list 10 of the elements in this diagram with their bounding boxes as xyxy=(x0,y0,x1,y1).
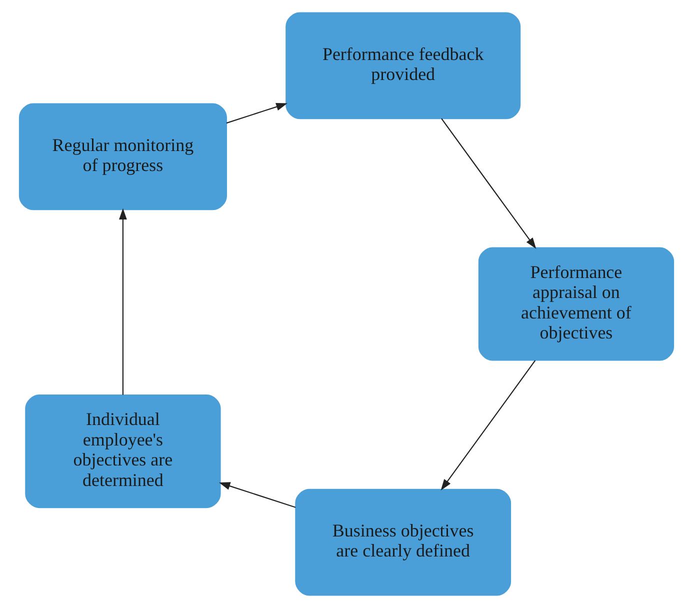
node-box: Performance appraisal on achievement of objectives xyxy=(478,247,674,361)
arrow xyxy=(440,360,536,490)
arrow xyxy=(119,208,127,395)
node-box: Regular monitoring of progress xyxy=(18,103,227,210)
node-box: Performance feedback provided xyxy=(286,12,521,120)
node-box: Business objectives are clearly defined xyxy=(295,488,512,596)
node-box: Individual employee's objectives are determined xyxy=(25,394,221,508)
arrow xyxy=(218,482,296,508)
arrow xyxy=(226,103,288,124)
arrow xyxy=(441,118,536,249)
